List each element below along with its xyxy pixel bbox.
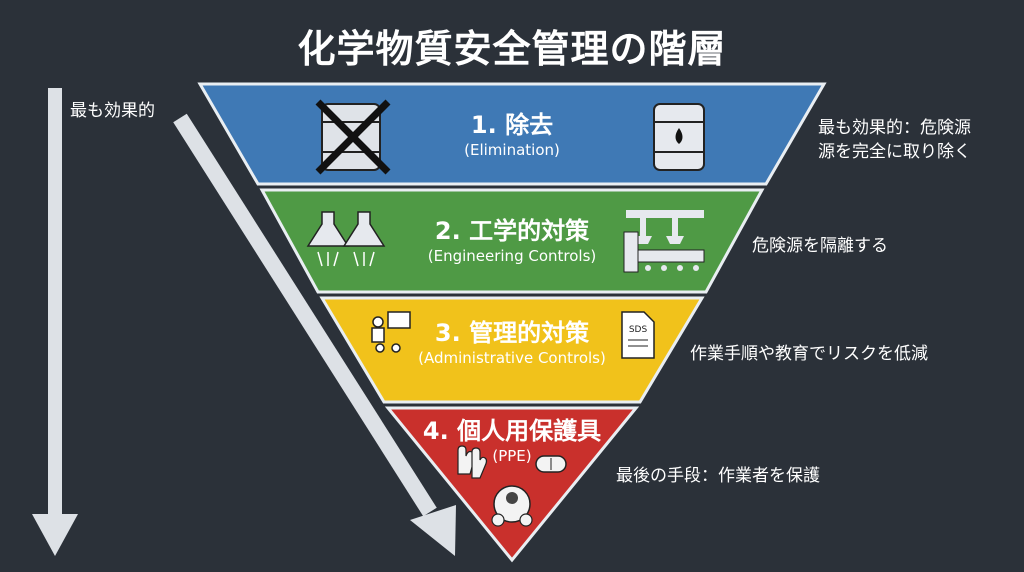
sds-document-icon: SDS bbox=[621, 311, 655, 359]
tier-4-name: 4. 個人用保護具 bbox=[422, 417, 602, 445]
crossed-barrel-icon bbox=[315, 99, 391, 175]
respirator-mask-icon bbox=[491, 485, 533, 527]
page-title: 化学物質安全管理の階層 bbox=[297, 27, 727, 71]
barrel-icon bbox=[653, 103, 705, 171]
effectiveness-label: 最も効果的 bbox=[70, 101, 155, 121]
training-presenter-icon bbox=[371, 311, 411, 353]
tier-2-description: 危険源を隔離する bbox=[752, 236, 888, 256]
automated-machine-icon bbox=[623, 210, 705, 273]
tier-2-english: (Engineering Controls) bbox=[427, 247, 597, 265]
tier-3-english: (Administrative Controls) bbox=[418, 349, 606, 367]
tier-4-text: 4. 個人用保護具 (PPE) bbox=[412, 416, 612, 466]
tier-1-name: 1. 除去 bbox=[470, 111, 554, 139]
tier-1-english: (Elimination) bbox=[464, 141, 560, 159]
tier-4-english: (PPE) bbox=[492, 447, 532, 465]
tier-3-description: 作業手順や教育でリスクを低減 bbox=[690, 344, 928, 364]
tier-4-description: 最後の手段：作業者を保護 bbox=[616, 466, 820, 486]
svg-text:SDS: SDS bbox=[629, 325, 648, 335]
tier-4-band bbox=[384, 406, 640, 563]
tier-2-name: 2. 工学的対策 bbox=[434, 217, 590, 245]
diagonal-arrow bbox=[173, 113, 456, 556]
left-arrow bbox=[32, 88, 78, 556]
tier-2-text: 2. 工学的対策 (Engineering Controls) bbox=[400, 216, 624, 266]
tier-3-band bbox=[319, 296, 705, 404]
tier-3-name: 3. 管理的対策 bbox=[434, 319, 590, 347]
tier-1-description: 最も効果的：危険源 源を完全に取り除く bbox=[818, 118, 971, 162]
fume-hood-icon bbox=[306, 211, 386, 267]
tier-3-text: 3. 管理的対策 (Administrative Controls) bbox=[400, 318, 624, 368]
gloves-icon bbox=[457, 445, 488, 479]
tier-1-text: 1. 除去 (Elimination) bbox=[412, 110, 612, 160]
goggles-icon bbox=[535, 455, 567, 473]
